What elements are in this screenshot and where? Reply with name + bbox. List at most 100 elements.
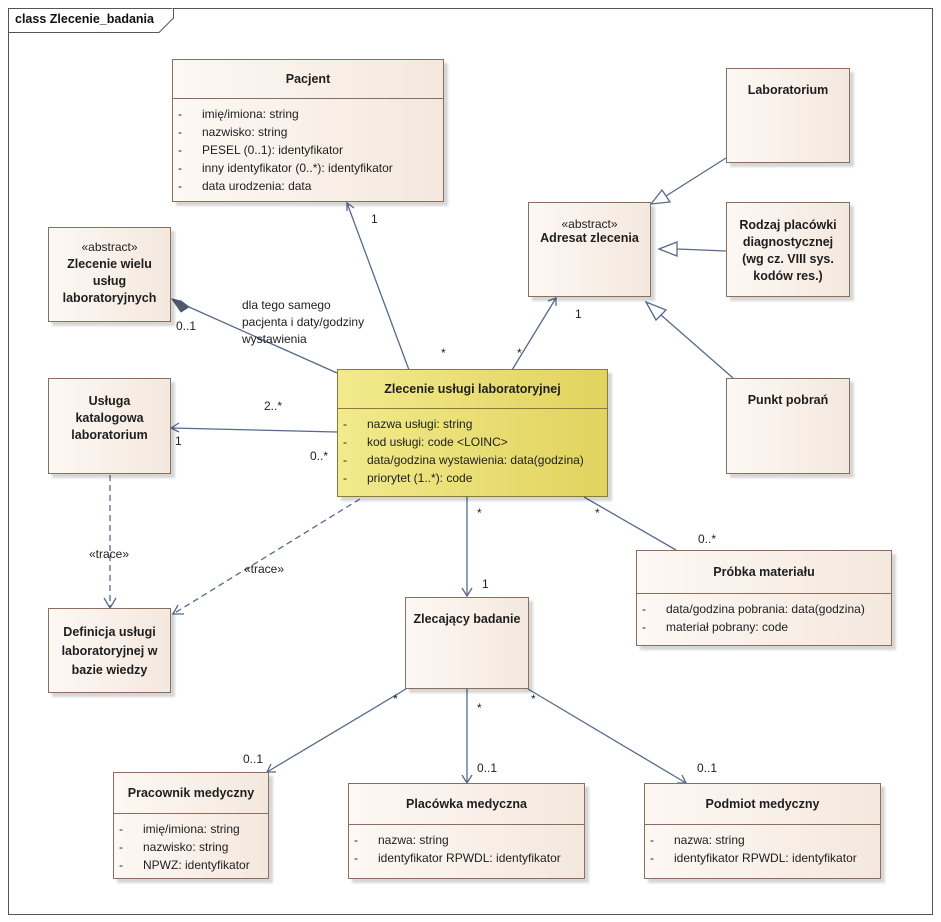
assoc-arrowhead	[461, 587, 473, 598]
class-name-line: Usługa	[88, 393, 131, 408]
attribute: -priorytet (1..*): code	[343, 471, 473, 485]
assoc-arrowhead	[169, 422, 180, 433]
multiplicity-label: *	[441, 346, 446, 360]
attribute: -nazwisko: string	[178, 125, 288, 139]
attribute: -nazwisko: string	[119, 840, 229, 854]
class-name: Pracownik medyczny	[127, 786, 255, 800]
generalization-laboratorium	[665, 157, 727, 197]
class-pracownik-medyczny[interactable]: Pracownik medyczny -imię/imiona: string …	[113, 772, 269, 879]
attribute: -inny identyfikator (0..*): identyfikato…	[178, 161, 393, 175]
class-usluga-katalogowa[interactable]: Usługa katalogowa laboratorium	[48, 378, 171, 474]
class-name: Podmiot medyczny	[705, 797, 820, 811]
aggregation-zlecenie-wielu	[188, 306, 338, 374]
class-laboratorium[interactable]: Laboratorium	[726, 68, 850, 163]
class-name: Pacjent	[285, 72, 331, 86]
multiplicity-label: *	[393, 692, 398, 706]
class-name-line: kodów res.)	[753, 268, 823, 283]
attribute: -kod usługi: code <LOINC>	[343, 435, 508, 449]
class-pacjent[interactable]: Pacjent -imię/imiona: string -nazwisko: …	[172, 59, 444, 202]
multiplicity-label: 1	[371, 212, 378, 226]
attribute: -nazwa: string	[354, 833, 449, 847]
class-zlecajacy-badanie[interactable]: Zlecający badanie	[405, 597, 529, 689]
class-probka-materialu[interactable]: Próbka materiału -data/godzina pobrania:…	[636, 550, 892, 646]
attribute: -nazwa usługi: string	[343, 417, 473, 431]
class-name-line: laboratoryjnej w	[61, 644, 158, 658]
class-name-line: Rodzaj placówki	[739, 217, 837, 232]
class-definicja-uslugi[interactable]: Definicja usługi laboratoryjnej w bazie …	[48, 608, 171, 693]
multiplicity-label: 0..1	[697, 761, 718, 775]
attribute: -data/godzina pobrania: data(godzina)	[642, 602, 865, 616]
class-zlecenie-wielu[interactable]: «abstract» Zlecenie wielu usług laborato…	[48, 227, 171, 322]
association-note: dla tego samego pacjenta i daty/godziny …	[242, 298, 365, 346]
attribute: -materiał pobrany: code	[642, 620, 789, 634]
multiplicity-label: 2..*	[264, 399, 283, 413]
multiplicity-label: 0..1	[477, 761, 498, 775]
generalization-triangle	[644, 300, 668, 322]
attribute: -imię/imiona: string	[178, 107, 299, 121]
class-name-line: Definicja usługi	[63, 625, 156, 639]
class-rodzaj-placowki[interactable]: Rodzaj placówki diagnostycznej (wg cz. V…	[726, 202, 850, 297]
multiplicity-label: *	[477, 701, 482, 715]
class-name-line: laboratoryjnych	[62, 291, 157, 305]
multiplicity-label: 0..1	[243, 752, 264, 766]
class-name: Adresat zlecenia	[540, 231, 639, 245]
trace-label: «trace»	[244, 562, 285, 576]
class-name: Próbka materiału	[713, 565, 815, 579]
multiplicity-label: *	[595, 506, 600, 520]
diagram-title: class Zlecenie_badania	[15, 12, 154, 26]
generalization-punkt	[660, 314, 734, 379]
class-adresat-zlecenia[interactable]: «abstract» Adresat zlecenia	[528, 202, 651, 297]
assoc-zlecenie-usluga	[170, 427, 338, 433]
trace-label: «trace»	[89, 547, 130, 561]
class-name-line: katalogowa	[75, 410, 144, 425]
attribute: -data urodzenia: data	[178, 179, 312, 193]
class-name: Punkt pobrań	[747, 393, 829, 407]
attribute: -imię/imiona: string	[119, 822, 240, 836]
class-zlecenie-uslugi[interactable]: Zlecenie usługi laboratoryjnej -nazwa us…	[337, 369, 608, 497]
generalization-triangle	[649, 188, 672, 205]
multiplicity-label: *	[517, 346, 522, 360]
attribute: -data/godzina wystawienia: data(godzina)	[343, 453, 584, 467]
assoc-zlecajacy-podmiot	[527, 688, 687, 784]
trace-arrowhead	[171, 604, 184, 615]
multiplicity-label: 0..1	[176, 319, 197, 333]
attribute: -PESEL (0..1): identyfikator	[178, 143, 343, 157]
multiplicity-label: *	[531, 692, 536, 706]
assoc-zlecenie-pacjent	[346, 202, 410, 371]
generalization-rodzaj	[676, 248, 727, 252]
multiplicity-label: 1	[482, 577, 489, 591]
class-name-line: bazie wiedzy	[71, 663, 148, 677]
class-name-line: (wg cz. VIII sys.	[742, 251, 834, 266]
class-podmiot-medyczny[interactable]: Podmiot medyczny -nazwa: string -identyf…	[644, 783, 881, 879]
class-punkt-pobran[interactable]: Punkt pobrań	[726, 378, 850, 474]
class-name-line: diagnostycznej	[742, 234, 834, 249]
generalization-triangle	[657, 241, 678, 257]
multiplicity-label: 0..*	[310, 449, 329, 463]
attribute: -identyfikator RPWDL: identyfikator	[650, 851, 857, 865]
multiplicity-label: 1	[575, 307, 582, 321]
assoc-zlecenie-probka	[583, 496, 677, 551]
class-name: Laboratorium	[747, 83, 829, 97]
class-name-line: usług	[92, 274, 127, 288]
assoc-arrowhead	[346, 201, 355, 211]
attribute: -NPWZ: identyfikator	[119, 858, 250, 872]
class-name-line: Zlecenie wielu	[67, 257, 152, 271]
class-placowka-medyczna[interactable]: Placówka medyczna -nazwa: string -identy…	[348, 783, 585, 879]
multiplicity-label: 0..*	[698, 532, 717, 546]
stereotype: «abstract»	[81, 240, 138, 254]
attribute: -identyfikator RPWDL: identyfikator	[354, 851, 561, 865]
class-name: Zlecający badanie	[413, 612, 521, 626]
attribute: -nazwa: string	[650, 833, 745, 847]
assoc-zlecenie-adresat	[511, 297, 557, 371]
class-name: Zlecenie usługi laboratoryjnej	[384, 382, 561, 396]
multiplicity-label: *	[477, 506, 482, 520]
stereotype: «abstract»	[561, 217, 618, 231]
class-name: Placówka medyczna	[406, 797, 527, 811]
trace-zlecenie-definicja	[172, 498, 361, 615]
assoc-zlecajacy-pracownik	[266, 688, 407, 773]
assoc-arrowhead	[547, 297, 557, 306]
multiplicity-label: 1	[175, 434, 182, 448]
class-name-line: laboratorium	[71, 427, 148, 442]
composition-diamond	[170, 298, 190, 313]
